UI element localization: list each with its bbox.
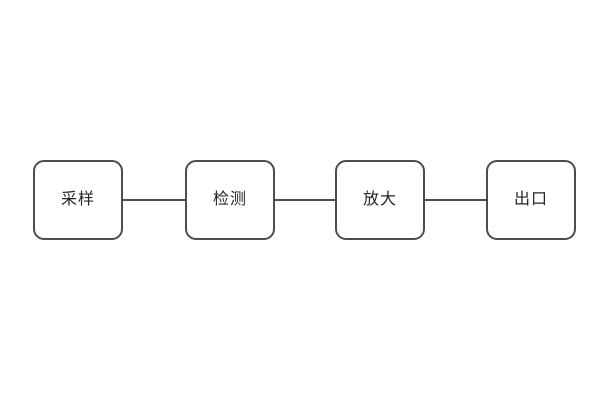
connector-line [121,199,187,201]
flow-node-label: 放大 [362,191,397,208]
flow-node-label: 检测 [212,191,247,208]
flow-node-label: 出口 [513,191,548,208]
connector-line [273,199,337,201]
connector-line [423,199,488,201]
flow-node-label: 采样 [60,191,95,208]
flow-node-sampling: 采样 [33,160,123,240]
flow-node-amplify: 放大 [335,160,425,240]
flow-node-detection: 检测 [185,160,275,240]
flow-node-outlet: 出口 [486,160,576,240]
